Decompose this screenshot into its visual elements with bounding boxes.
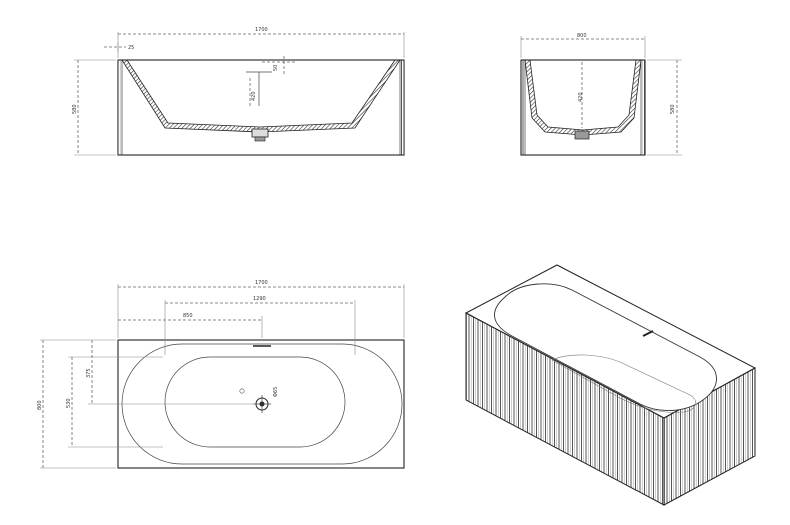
plan-inner-depth-label: 530	[66, 398, 72, 408]
front-height-label: 580	[72, 104, 78, 114]
front-rim-label: 25	[128, 45, 134, 51]
front-elevation-view: 1700 25 50 420 580	[72, 27, 405, 156]
plan-overall-width-label: 1700	[255, 280, 268, 286]
side-height-label: 580	[670, 104, 676, 114]
front-depth-label: 420	[251, 91, 257, 101]
side-depth-label: 420	[578, 92, 584, 102]
plan-drain-offset-label: 850	[183, 313, 193, 319]
front-overflow-label: 50	[273, 65, 279, 71]
front-width-label: 1700	[255, 27, 268, 33]
isometric-view	[464, 264, 757, 506]
plan-inner-width-label: 1290	[253, 296, 266, 302]
side-width-label: 800	[577, 33, 587, 39]
plan-drain-depth-label: 375	[86, 368, 92, 378]
plan-view: Φ65 1700 1290 850 800 530 375	[37, 280, 405, 469]
drain-diameter-label: Φ65	[273, 387, 279, 397]
side-elevation-view: 800 420 580	[520, 33, 682, 156]
plan-overall-depth-label: 800	[37, 400, 43, 410]
